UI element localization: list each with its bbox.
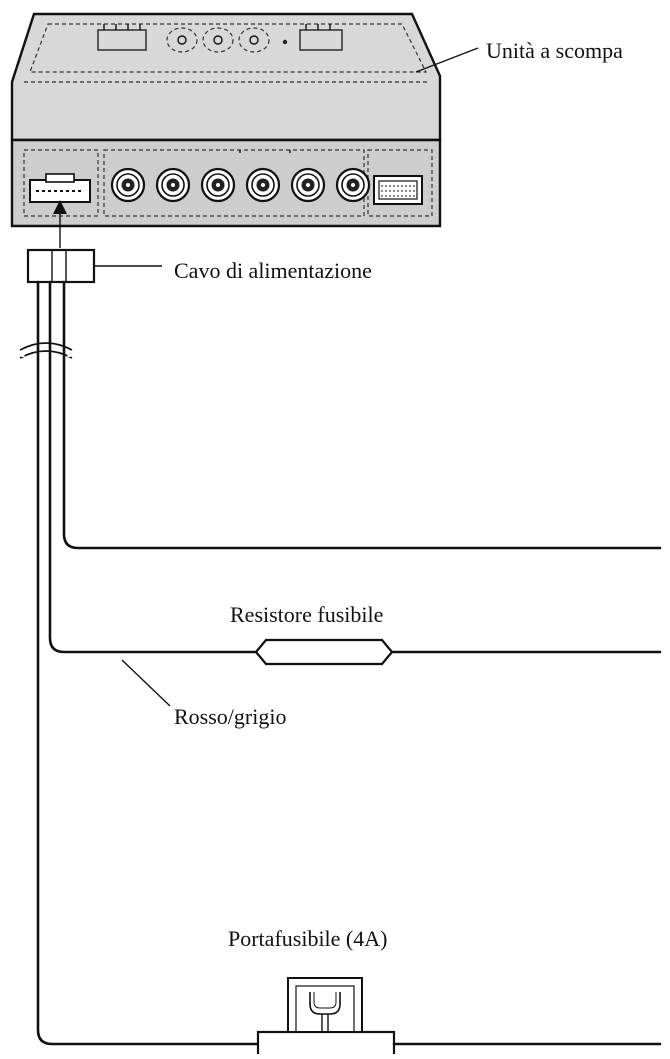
- rca-jack-icon: [335, 167, 371, 203]
- rca-jack-icon: [290, 167, 326, 203]
- red-gray-wire-label: Rosso/grigio: [174, 704, 286, 729]
- fuse-resistor-icon: [254, 638, 394, 666]
- rca-jack-icon: [155, 167, 191, 203]
- wire-left: [36, 280, 260, 1046]
- fuse-holder-label: Portafusibile (4A): [228, 926, 387, 951]
- fuse-holder-icon: [256, 977, 396, 1059]
- multi-pin-connector-icon: [373, 175, 423, 205]
- rca-jack-icon: [200, 167, 236, 203]
- wire-middle: [48, 280, 258, 654]
- hideaway-unit-label: Unità a scompa: [486, 38, 623, 63]
- rca-jack-group: [110, 167, 371, 203]
- power-connector-icon: [29, 173, 91, 203]
- rca-jack-icon: [110, 167, 146, 203]
- rca-jack-icon: [245, 167, 281, 203]
- hideaway-unit-icon: [10, 12, 442, 228]
- power-cable-label: Cavo di alimentazione: [174, 258, 372, 283]
- fuse-resistor-label: Resistore fusibile: [230, 602, 383, 627]
- power-plug-icon: [26, 248, 96, 284]
- wire-right: [62, 280, 662, 550]
